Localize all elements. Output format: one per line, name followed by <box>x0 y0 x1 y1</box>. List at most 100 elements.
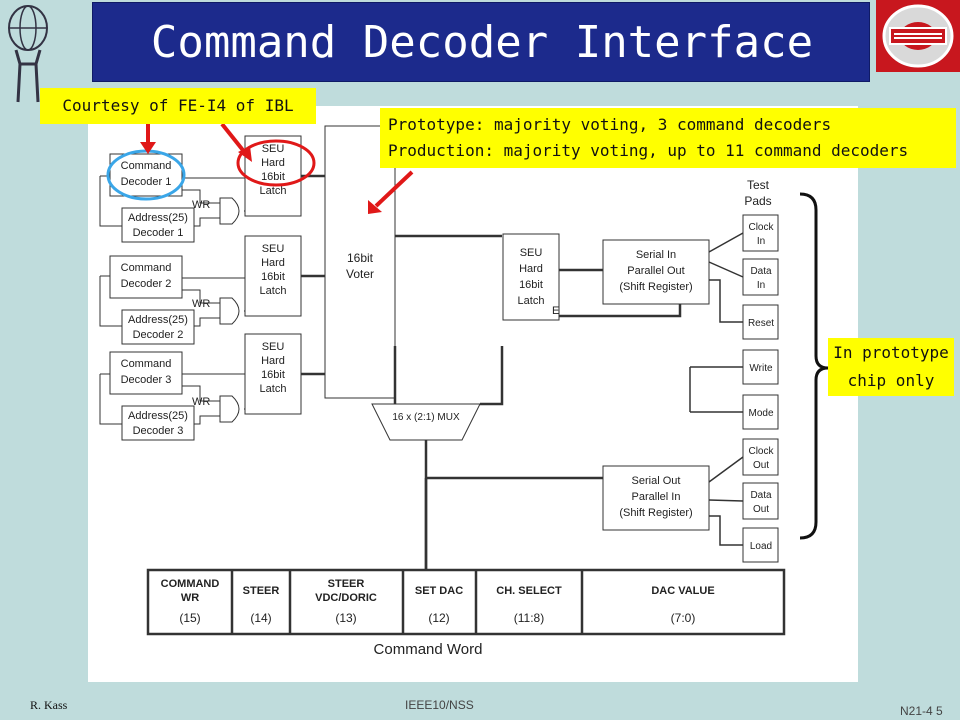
shift-out-label: (Shift Register) <box>619 507 692 519</box>
pad-write: Write <box>742 349 779 385</box>
field-name: DAC VALUE <box>651 585 714 597</box>
voter-box <box>324 125 396 399</box>
mux-shape <box>371 403 481 441</box>
address-decoder-label: Address(25) <box>128 212 188 224</box>
pad-label: In <box>757 280 765 291</box>
field-name: CH. SELECT <box>496 585 562 597</box>
e-label: E <box>552 305 559 317</box>
command-decoder-label: Decoder 2 <box>121 278 172 290</box>
latch-label: SEU <box>262 143 285 155</box>
test-pads-bracket <box>799 192 829 540</box>
address-decoder-box <box>121 405 195 441</box>
pad-label: Data <box>750 266 772 277</box>
footer-author: R. Kass <box>30 698 68 712</box>
highlight-ellipse-red <box>236 139 316 187</box>
latch-label: Hard <box>519 263 543 275</box>
latch-label: Hard <box>261 355 285 367</box>
pad-label: Write <box>749 363 773 374</box>
title-bar: Command Decoder Interface <box>92 2 870 82</box>
latch-label: SEU <box>262 341 285 353</box>
shift-out-label: Serial Out <box>632 475 681 487</box>
address-decoder-label: Decoder 3 <box>133 425 184 437</box>
latch-label: 16bit <box>261 171 285 183</box>
field-bits: (7:0) <box>671 611 696 625</box>
command-decoder-label: Decoder 1 <box>121 176 172 188</box>
arrow-icon <box>220 122 248 156</box>
pad-label: Out <box>753 504 769 515</box>
latch-label: Hard <box>261 257 285 269</box>
shift-out-label: Parallel In <box>632 491 681 503</box>
command-decoder-box <box>109 255 183 299</box>
ohio-state-logo-icon <box>876 0 960 72</box>
latch-right <box>502 233 560 321</box>
address-decoder-label: Address(25) <box>128 410 188 422</box>
pad-label: Mode <box>748 408 773 419</box>
wr-label: WR <box>192 298 210 310</box>
atlas-logo-icon <box>8 5 48 103</box>
shift-in-label: Parallel Out <box>627 265 684 277</box>
latch-2: SEU Hard 16bit Latch <box>244 235 302 317</box>
field-name: COMMAND <box>161 578 220 590</box>
pad-data-in: Data In <box>742 258 779 296</box>
arrow-head-icon <box>368 200 382 214</box>
pad-data-out: Data Out <box>742 482 779 520</box>
courtesy-callout: Courtesy of FE-I4 of IBL <box>40 88 316 124</box>
address-decoder-label: Address(25) <box>128 314 188 326</box>
latch-label: Latch <box>260 285 287 297</box>
pad-label: Out <box>753 460 769 471</box>
pad-label: Load <box>750 541 772 552</box>
arrow-icon <box>374 170 414 208</box>
command-word-table <box>146 568 786 636</box>
latch-label: 16bit <box>519 279 543 291</box>
prototype-callout: Prototype: majority voting, 3 command de… <box>380 108 956 168</box>
and-gate-icon <box>219 395 240 423</box>
pad-label: Data <box>750 490 772 501</box>
shift-in-label: Serial In <box>636 249 676 261</box>
latch-3: SEU Hard 16bit Latch <box>244 333 302 415</box>
field-name: VDC/DORIC <box>315 592 377 604</box>
pad-reset: Reset <box>742 304 779 340</box>
test-pads-title: Test <box>747 178 770 192</box>
voter-label: 16bit <box>347 251 374 265</box>
pad-mode: Mode <box>742 394 779 430</box>
voter-label: Voter <box>346 267 374 281</box>
command-word-label: Command Word <box>374 641 483 658</box>
pad-label: Reset <box>748 318 774 329</box>
pad-clock-out: Clock Out <box>742 438 779 476</box>
latch-label: SEU <box>262 243 285 255</box>
field-bits: (14) <box>250 611 271 625</box>
latch-label: Hard <box>261 157 285 169</box>
footer-conference: IEEE10/NSS <box>405 698 474 712</box>
latch-label: Latch <box>518 295 545 307</box>
pad-clock-in: Clock In <box>742 214 779 252</box>
arrow-head-icon <box>238 146 252 162</box>
address-decoder-label: Decoder 2 <box>133 329 184 341</box>
slide-title: Command Decoder Interface <box>150 17 814 68</box>
in-prototype-line: In prototype <box>833 343 949 362</box>
pad-label: Clock <box>748 222 774 233</box>
decoder-group-3: Command Decoder 3 Address(25) Decoder 3 … <box>99 351 255 441</box>
command-decoder-label: Command <box>121 358 172 370</box>
decoder-group-2: Command Decoder 2 Address(25) Decoder 2 … <box>99 255 255 345</box>
field-bits: (11:8) <box>514 611 544 625</box>
field-name: SET DAC <box>415 585 463 597</box>
pad-label: In <box>757 236 765 247</box>
ohio-state-logo <box>876 0 960 72</box>
latch-label: Latch <box>260 185 287 197</box>
wr-label: WR <box>192 396 210 408</box>
address-decoder-box <box>121 207 195 243</box>
and-gate-icon <box>219 197 240 225</box>
field-bits: (13) <box>335 611 356 625</box>
field-name: WR <box>181 592 199 604</box>
latch-label: Latch <box>260 383 287 395</box>
address-decoder-label: Decoder 1 <box>133 227 184 239</box>
command-decoder-label: Decoder 3 <box>121 374 172 386</box>
and-gate-icon <box>219 297 240 325</box>
latch-label: SEU <box>520 247 543 259</box>
command-decoder-label: Command <box>121 262 172 274</box>
wr-label: WR <box>192 199 210 211</box>
test-pads-title: Pads <box>744 194 771 208</box>
field-name: STEER <box>243 585 280 597</box>
footer-page-number: N21-4 5 <box>900 704 943 718</box>
